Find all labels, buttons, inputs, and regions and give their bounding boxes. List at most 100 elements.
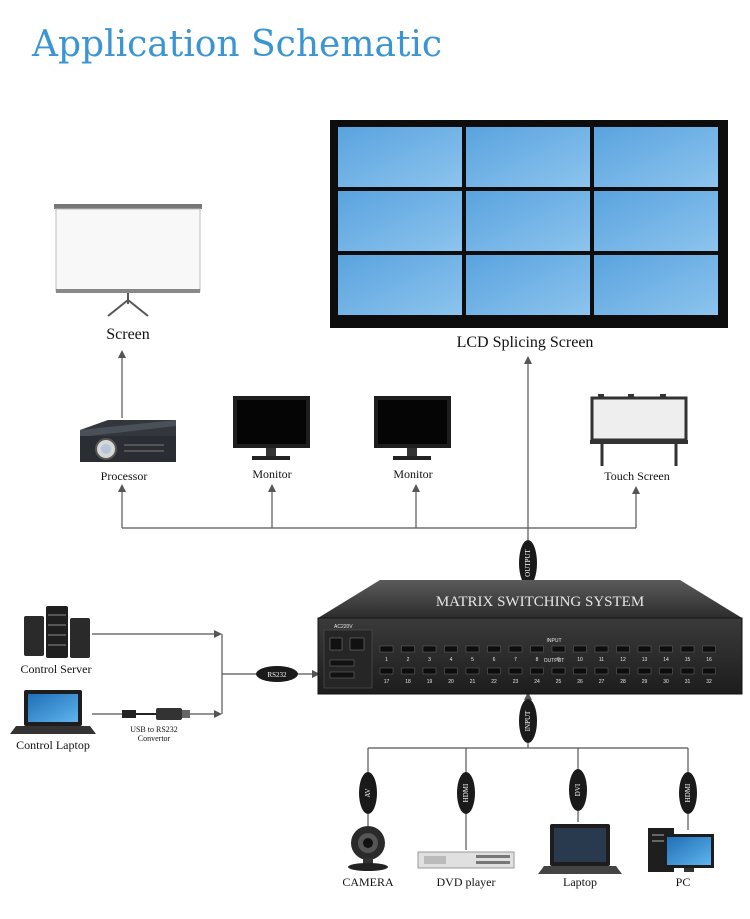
- matrix-port: [680, 667, 695, 675]
- matrix-port-number: 28: [620, 679, 626, 685]
- lcd-panel-tile: [466, 255, 590, 315]
- matrix-port: [594, 645, 609, 653]
- control-laptop-icon: [10, 690, 96, 734]
- matrix-port-number: 17: [384, 679, 390, 685]
- hdmi-badge-pc: HDMI: [679, 772, 697, 814]
- monitor-2-icon: [374, 396, 451, 460]
- svg-text:HDMI: HDMI: [684, 783, 692, 802]
- matrix-port: [616, 667, 630, 675]
- matrix-port-number: 26: [577, 679, 583, 685]
- lcd-splicing-screen: [330, 120, 728, 328]
- matrix-port-number: 11: [599, 657, 604, 663]
- lcd-panel-tile: [338, 255, 462, 315]
- matrix-port-number: 13: [642, 657, 648, 663]
- lcd-panel-tile: [466, 191, 590, 251]
- matrix-port: [659, 645, 673, 653]
- matrix-port: [530, 645, 544, 653]
- matrix-port: [659, 667, 673, 675]
- matrix-port: [637, 667, 652, 675]
- matrix-port-number: 4: [450, 657, 453, 663]
- lcd-panel-tile: [594, 127, 718, 187]
- matrix-port: [702, 667, 716, 675]
- matrix-port-number: 14: [663, 657, 669, 663]
- matrix-port: [594, 667, 609, 675]
- matrix-port-number: 18: [405, 679, 411, 685]
- matrix-port-number: 25: [556, 679, 562, 685]
- matrix-port: [465, 667, 480, 675]
- matrix-port: [551, 667, 566, 675]
- lcd-panel-tile: [338, 127, 462, 187]
- matrix-port: [573, 667, 587, 675]
- dvi-badge: DVI: [569, 769, 587, 811]
- matrix-port-number: 32: [706, 679, 712, 685]
- input-badge: INPUT: [519, 699, 537, 743]
- svg-text:AV: AV: [364, 788, 372, 797]
- hdmi-badge-dvd: HDMI: [457, 772, 475, 814]
- matrix-port-number: 20: [448, 679, 454, 685]
- matrix-input-label: INPUT: [547, 638, 562, 644]
- matrix-port: [422, 667, 437, 675]
- matrix-port-number: 22: [491, 679, 497, 685]
- control-laptop-label: Control Laptop: [16, 738, 90, 752]
- projection-screen-icon: [54, 204, 202, 317]
- laptop-icon: [538, 824, 622, 874]
- matrix-port: [444, 645, 458, 653]
- monitor-1-label: Monitor: [252, 467, 291, 481]
- lcd-panel-tile: [594, 191, 718, 251]
- matrix-port: [573, 645, 587, 653]
- screen-label: Screen: [106, 326, 150, 343]
- matrix-port: [637, 645, 652, 653]
- touch-screen-icon: [590, 394, 688, 466]
- matrix-title: MATRIX SWITCHING SYSTEM: [436, 594, 644, 610]
- matrix-port: [444, 667, 458, 675]
- svg-text:INPUT: INPUT: [524, 710, 532, 731]
- matrix-port: [487, 667, 501, 675]
- matrix-port-number: 6: [493, 657, 496, 663]
- matrix-port-number: 10: [577, 657, 583, 663]
- av-badge: AV: [359, 772, 377, 814]
- svg-text:DVI: DVI: [574, 783, 582, 796]
- matrix-port-number: 21: [470, 679, 476, 685]
- matrix-port: [508, 645, 523, 653]
- matrix-port: [401, 645, 415, 653]
- matrix-port-number: 16: [706, 657, 712, 663]
- matrix-port-number: 8: [536, 657, 539, 663]
- usb-rs232-convertor-icon: [122, 708, 190, 720]
- monitor-2-label: Monitor: [393, 467, 432, 481]
- convertor-label-line2: Convertor: [138, 734, 171, 743]
- camera-label: CAMERA: [342, 875, 394, 889]
- processor-label: Processor: [101, 469, 148, 483]
- svg-text:HDMI: HDMI: [462, 783, 470, 802]
- dvd-player-label: DVD player: [437, 875, 496, 889]
- matrix-port: [551, 645, 566, 653]
- matrix-port: [379, 667, 394, 675]
- pc-label: PC: [676, 875, 691, 889]
- svg-text:OUTPUT: OUTPUT: [524, 548, 532, 576]
- matrix-port-number: 7: [514, 657, 517, 663]
- matrix-port: [487, 645, 501, 653]
- matrix-port-number: 31: [685, 679, 691, 685]
- matrix-port: [530, 667, 544, 675]
- matrix-port: [702, 645, 716, 653]
- matrix-port: [508, 667, 523, 675]
- matrix-port-number: 24: [534, 679, 540, 685]
- output-badge: OUTPUT: [519, 540, 537, 586]
- lcd-splicing-screen-label: LCD Splicing Screen: [457, 334, 594, 351]
- matrix-port-number: 23: [513, 679, 519, 685]
- matrix-port: [401, 667, 415, 675]
- camera-icon: [348, 826, 388, 871]
- laptop-label: Laptop: [563, 875, 597, 889]
- matrix-port: [422, 645, 437, 653]
- rs232-badge: RS232: [256, 666, 298, 682]
- monitor-1-icon: [233, 396, 310, 460]
- matrix-port-number: 19: [427, 679, 433, 685]
- svg-text:RS232: RS232: [267, 671, 287, 679]
- matrix-port-number: 29: [642, 679, 648, 685]
- matrix-port-number: 12: [620, 657, 626, 663]
- matrix-port-number: 3: [428, 657, 431, 663]
- matrix-port-number: 27: [599, 679, 605, 685]
- matrix-port-number: 9: [557, 657, 560, 663]
- matrix-port-number: 2: [407, 657, 410, 663]
